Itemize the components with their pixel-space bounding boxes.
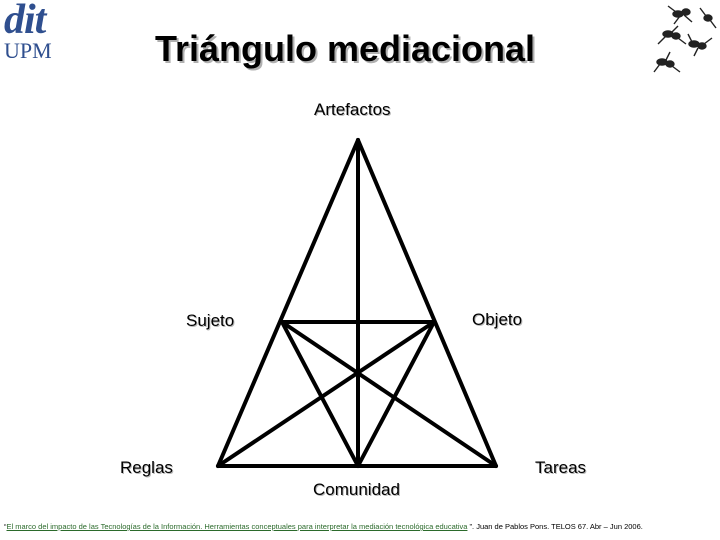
label-objeto: Objeto [472, 310, 522, 330]
label-sujeto: Sujeto [186, 311, 234, 331]
label-comunidad: Comunidad [313, 480, 400, 500]
edge-apex-right [358, 140, 496, 466]
label-tareas: Tareas [535, 458, 586, 478]
edge-right-mid-to-center-base [358, 322, 434, 466]
label-reglas: Reglas [120, 458, 173, 478]
footnote-citation: ”. Juan de Pablos Pons. TELOS 67. Abr – … [467, 522, 642, 531]
edge-left-mid-to-center-base [282, 322, 358, 466]
label-artefactos: Artefactos [314, 100, 391, 120]
footnote: “El marco del impacto de las Tecnologías… [4, 522, 643, 531]
footnote-link[interactable]: El marco del impacto de las Tecnologías … [7, 522, 468, 531]
